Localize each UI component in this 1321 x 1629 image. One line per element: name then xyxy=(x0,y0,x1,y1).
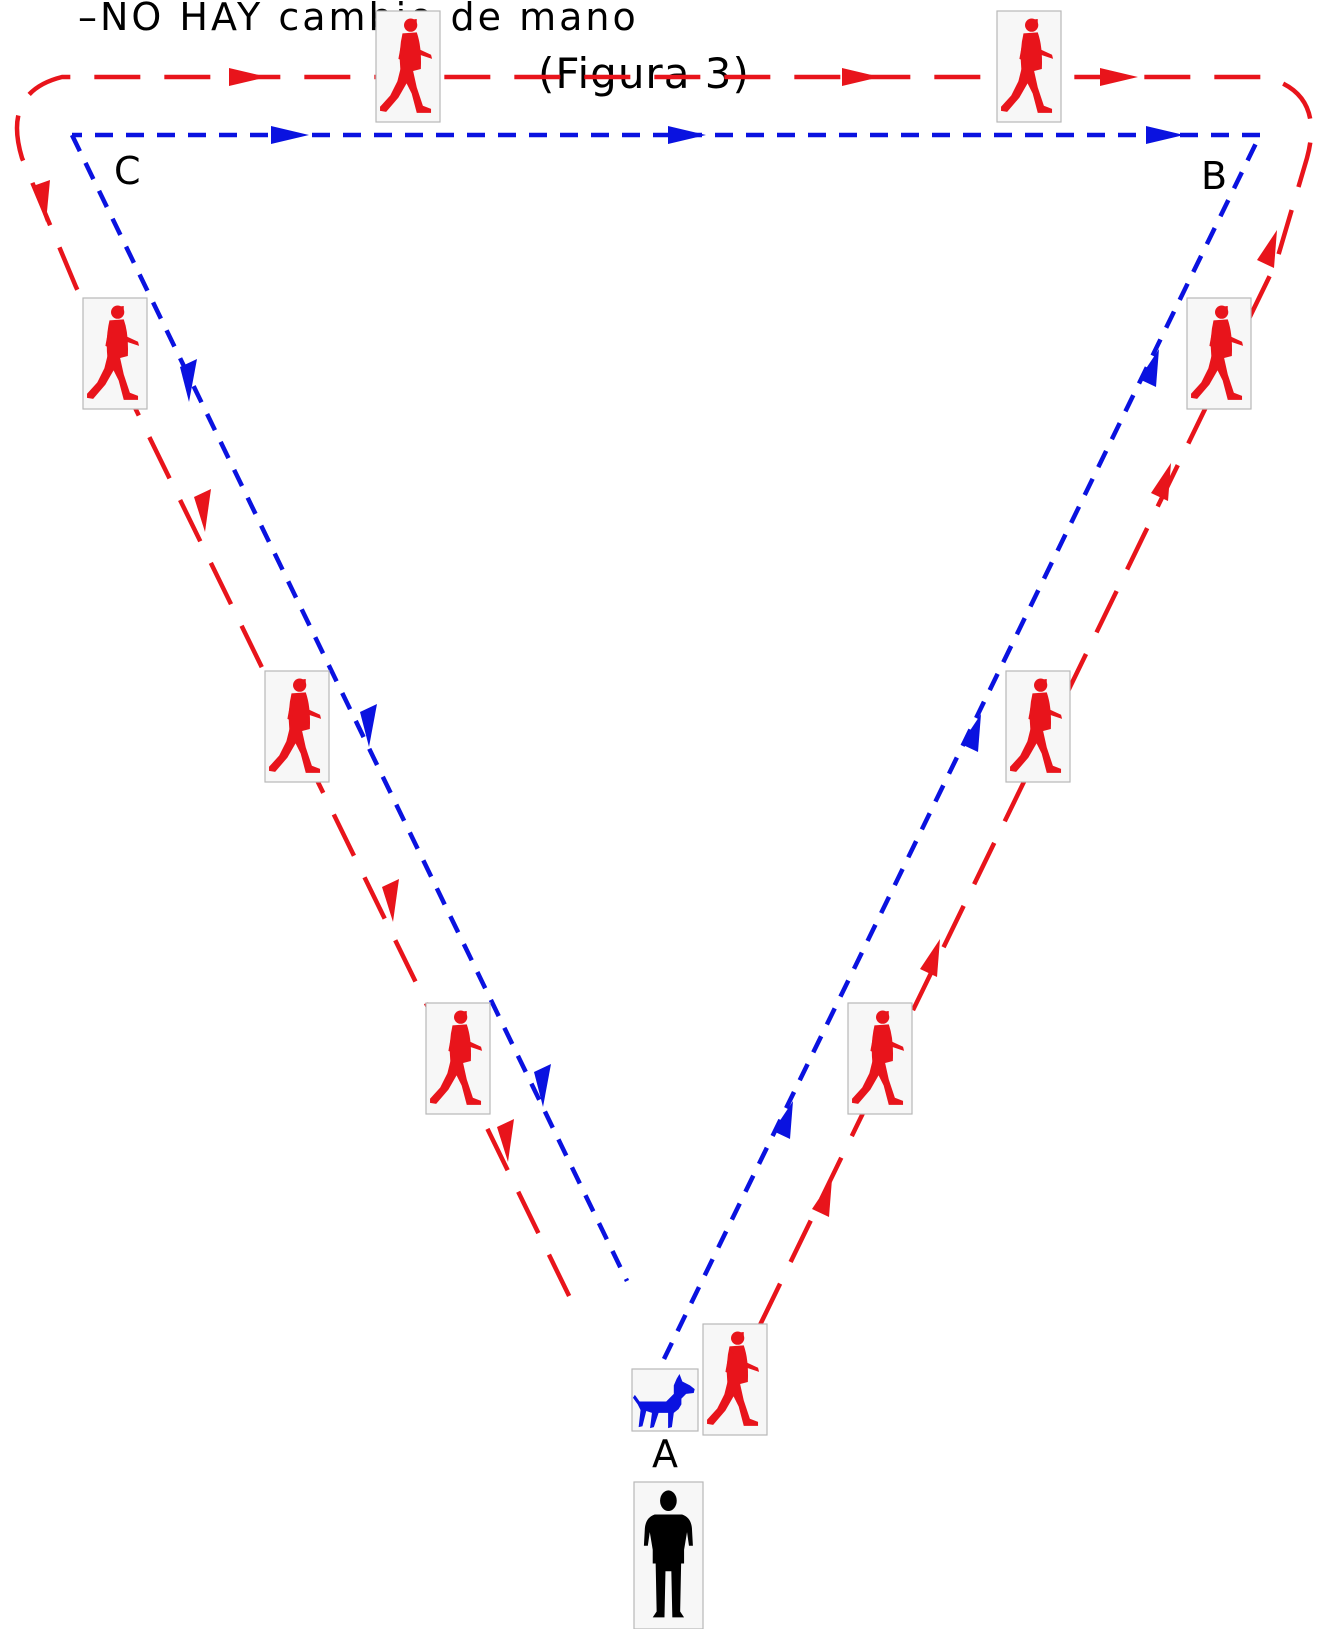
handler-path-arrow xyxy=(920,939,940,977)
dog-path-arrow xyxy=(1146,126,1184,144)
dog-path-arrow xyxy=(668,126,706,144)
handler-figure-left-upper xyxy=(82,297,148,410)
handler-path-arrow xyxy=(382,879,399,922)
handler-path-arrow xyxy=(229,68,267,86)
handler-figure-start xyxy=(702,1323,768,1436)
handler-figure-left-lower xyxy=(425,1002,491,1115)
handler-path-arrow xyxy=(33,180,50,222)
dog-path-arrow xyxy=(961,714,981,752)
dog-path-arrow xyxy=(271,126,309,144)
dog-path-arrow xyxy=(360,704,377,747)
handler-figure-right-upper xyxy=(1186,297,1252,410)
dog-figure-start xyxy=(631,1368,699,1432)
diagram-title: –NO HAY cambio de mano xyxy=(78,0,639,39)
handler-path-arrows xyxy=(33,68,1277,1217)
handler-path-loop xyxy=(14,74,1314,1326)
point-label-c: C xyxy=(114,149,141,193)
dog-path-arrow xyxy=(773,1101,793,1139)
handler-path-arrow xyxy=(842,68,880,86)
handler-figure-right-middle xyxy=(1005,670,1071,783)
handler-path-arrow xyxy=(497,1119,514,1162)
judge-figure xyxy=(633,1481,704,1629)
dog-path-arrow xyxy=(534,1064,551,1107)
handler-path-arrow xyxy=(194,489,211,532)
dog-path-arrows xyxy=(180,126,1184,1139)
handler-path-arrow xyxy=(812,1179,832,1217)
figure-caption: (Figura 3) xyxy=(538,49,750,98)
handler-path-arrow xyxy=(1151,463,1171,501)
dog-path-arrow xyxy=(180,359,197,402)
handler-path xyxy=(14,74,1314,1326)
dog-path-c-to-a xyxy=(69,134,630,1282)
handler-path-arrow xyxy=(1100,68,1138,86)
handler-figure-top-left xyxy=(375,10,441,123)
point-label-a: A xyxy=(652,1432,678,1476)
dog-path-arrow xyxy=(1139,349,1159,387)
handler-figure-top-right xyxy=(996,10,1062,123)
point-label-b: B xyxy=(1201,154,1227,198)
handler-figure-left-middle xyxy=(264,670,330,783)
dog-path-a-to-b xyxy=(661,134,1263,1360)
dog-path xyxy=(69,132,1263,1360)
handler-path-arrow xyxy=(1257,230,1277,268)
handler-figure-right-lower xyxy=(847,1002,913,1115)
